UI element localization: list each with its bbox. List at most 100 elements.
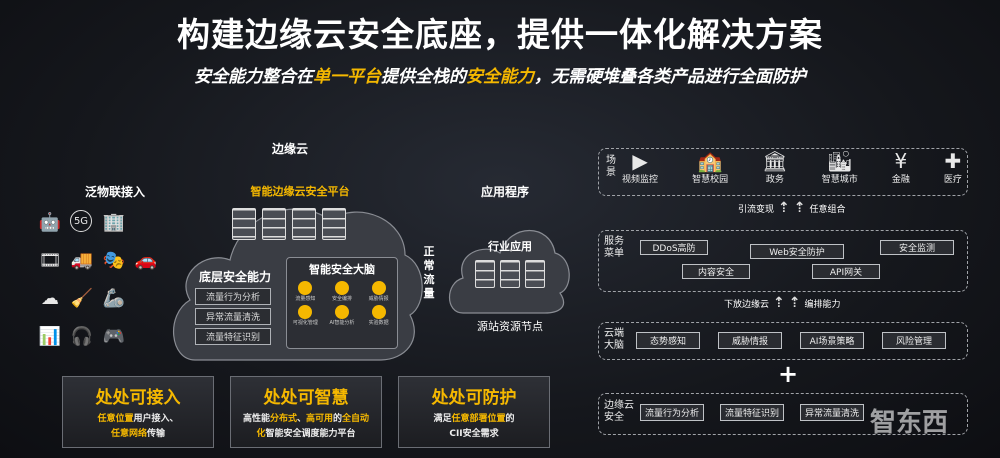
visual-icon	[298, 305, 313, 319]
service-waf-button[interactable]: Web安全防护	[750, 244, 844, 259]
edge-item-button[interactable]: 流量行为分析	[640, 404, 704, 421]
scene-item-label: 视频监控	[622, 175, 659, 185]
scene-item-label: 智慧城市	[821, 175, 858, 185]
platform-title: 智能边缘云安全平台	[250, 185, 350, 198]
scene-item[interactable]: ¥ 金融	[892, 150, 910, 185]
arrow-label: 下放边缘云	[724, 299, 770, 310]
blank-icon	[134, 286, 158, 310]
arrow-row-2: 下放边缘云 ⇡ ⇡ 编排能力	[724, 295, 841, 311]
film-icon: 🎞	[38, 249, 62, 271]
brain-item: 实验数据	[360, 305, 397, 326]
arrow-label: 任意组合	[809, 204, 846, 215]
up-arrow-icon: ⇡	[793, 200, 806, 216]
cloud-brain-section	[598, 322, 968, 360]
data-icon	[371, 305, 386, 319]
mask-icon: 🎭	[102, 249, 126, 271]
building-icon: 🏢	[102, 211, 126, 233]
service-label: 服务菜单	[604, 236, 624, 259]
brain-item-button[interactable]: AI场景策略	[800, 332, 864, 349]
feature-box-access: 处处可接入 任意位置用户接入、 任意网络传输	[62, 376, 214, 448]
feature-box-protect: 处处可防护 满足任意部署位置的 CII安全需求	[398, 376, 550, 448]
scene-item[interactable]: 🏙 智慧城市	[822, 150, 858, 185]
orchestration-icon	[334, 281, 349, 295]
scene-item[interactable]: ✚ 医疗	[944, 150, 962, 185]
edge-item-button[interactable]: 异常流量清洗	[800, 404, 864, 421]
feature-text-plain: 的	[505, 414, 515, 424]
origin-label: 源站资源节点	[477, 320, 543, 333]
brain-item-button[interactable]: 风险管理	[882, 332, 946, 349]
cloud-icon: ☁	[41, 287, 59, 309]
robot-icon: 🤖	[38, 211, 62, 233]
scene-item-label: 金融	[891, 175, 910, 185]
feature-text-highlight: 任意部署位置	[451, 414, 506, 424]
vacuum-icon: 🧹	[70, 287, 94, 309]
headphones-icon: 🎧	[70, 325, 94, 347]
scene-item[interactable]: 🏫智慧校园	[692, 150, 728, 185]
server-icon	[475, 260, 495, 288]
brain-title: 智能安全大脑	[309, 263, 375, 276]
feature-text: 满足任意部署位置的 CII安全需求	[399, 412, 549, 442]
government-icon: 🏛	[762, 149, 788, 173]
finance-icon: ¥	[894, 149, 908, 173]
server-icon	[322, 208, 346, 240]
iot-icon-grid: 🤖 5G 🏢 🎞 🚚 🎭 🚗 ☁ 🧹 🦾 📊 🎧 🎮	[38, 210, 168, 348]
service-api-button[interactable]: API网关	[812, 264, 880, 279]
cloud-title: 边缘云	[271, 142, 308, 156]
feature-text: 高性能分布式、高可用的全自动 化智能安全调度能力平台	[231, 412, 381, 442]
service-monitor-button[interactable]: 安全监测	[880, 240, 954, 255]
truck-icon: 🚚	[70, 249, 94, 271]
brain-item: 流量感知	[287, 281, 324, 302]
base-title: 底层安全能力	[198, 270, 271, 284]
feature-text-highlight: 分布式	[269, 414, 297, 424]
5g-icon: 5G	[70, 210, 92, 232]
feature-text-plain: 、	[296, 414, 306, 424]
traffic-icon	[298, 281, 313, 295]
scene-section	[598, 148, 968, 196]
app-title: 应用程序	[480, 185, 529, 199]
server-icon	[262, 208, 286, 240]
base-item: 流量行为分析	[195, 288, 271, 305]
feature-text-plain: 高性能	[242, 414, 270, 424]
edge-item-button[interactable]: 流量特征识别	[720, 404, 784, 421]
medical-icon: ✚	[944, 149, 962, 173]
app-cloud-label: 行业应用	[488, 240, 532, 253]
gamepad-icon: 🎮	[102, 325, 126, 347]
blank-icon	[134, 210, 158, 234]
cloud-brain-label: 云端大脑	[604, 328, 624, 351]
edge-security-section	[598, 393, 968, 435]
service-ddos-button[interactable]: DDoS高防	[640, 240, 708, 255]
scene-item-label: 医疗	[943, 175, 962, 185]
server-icon	[525, 260, 545, 288]
brain-item-button[interactable]: 威胁情报	[718, 332, 782, 349]
service-section	[598, 230, 968, 292]
up-arrow-icon: ⇡	[773, 295, 785, 311]
page-subtitle: 安全能力整合在单一平台提供全栈的安全能力，无需硬堆叠各类产品进行全面防护	[0, 62, 1000, 87]
subtitle-text-2: 提供全栈的	[381, 67, 466, 87]
feature-heading: 处处可接入	[95, 388, 181, 408]
feature-text-plain: 传输	[147, 429, 166, 439]
server-icon	[232, 208, 256, 240]
subtitle-text-3: ，无需硬堆叠各类产品进行全面防护	[534, 67, 806, 87]
up-arrow-icon: ⇡	[788, 295, 801, 311]
service-content-button[interactable]: 内容安全	[682, 264, 750, 279]
arrow-label: 编排能力	[804, 299, 841, 310]
feature-box-smart: 处处可智慧 高性能分布式、高可用的全自动 化智能安全调度能力平台	[230, 376, 382, 448]
feature-text-highlight: 任意位置	[97, 414, 134, 424]
city-icon: 🏙	[827, 149, 853, 173]
subtitle-highlight-2: 安全能力	[466, 67, 534, 87]
plus-icon: +	[778, 360, 799, 388]
subtitle-text-1: 安全能力整合在	[194, 67, 313, 87]
flow-label: 正常流量	[423, 245, 435, 300]
feature-text-highlight: 高可用	[306, 414, 334, 424]
arrow-row-1: 引流变现 ⇡ ⇡ 任意组合	[738, 200, 846, 216]
server-rack	[232, 208, 346, 240]
robot-arm-icon: 🦾	[102, 287, 126, 309]
brain-item-button[interactable]: 态势感知	[636, 332, 700, 349]
scene-item[interactable]: ▶视频监控	[622, 150, 658, 185]
edge-security-label: 边缘云安全	[604, 400, 634, 423]
brain-panel: 智能安全大脑 流量感知 安全编排 威胁情报 可视化管理 AI智能分析 实验数据	[286, 257, 398, 349]
scene-item[interactable]: 🏛政务	[762, 150, 787, 185]
base-item: 流量特征识别	[195, 328, 271, 345]
up-arrow-icon: ⇡	[778, 200, 790, 216]
feature-text-highlight: 化	[256, 429, 266, 439]
